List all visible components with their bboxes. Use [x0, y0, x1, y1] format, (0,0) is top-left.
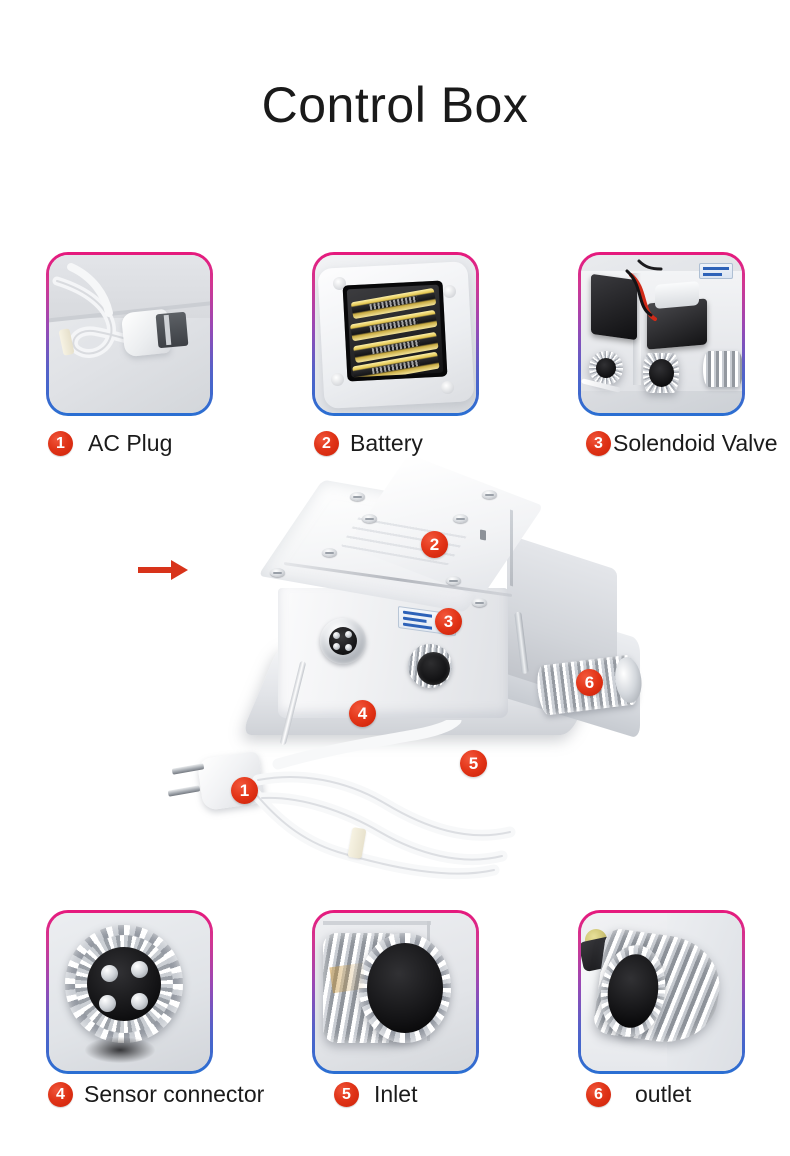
caption-outlet: 6 outlet [586, 1082, 691, 1107]
caption-ac-plug: 1 AC Plug [48, 431, 172, 456]
power-cord [248, 720, 516, 880]
thumbnail-card-ac-plug[interactable] [46, 252, 213, 416]
caption-label-sensor-connector: Sensor connector [84, 1081, 265, 1107]
sensor-connector-port [320, 618, 366, 664]
badge-number-4: 4 [48, 1082, 73, 1107]
badge-number-3: 3 [586, 431, 611, 456]
sensor-connector-photo [49, 913, 210, 1071]
badge-number-2: 2 [314, 431, 339, 456]
inlet-photo [315, 913, 476, 1071]
thumbnail-card-sensor-connector[interactable] [46, 910, 213, 1074]
hero-callout-2: 2 [421, 531, 448, 558]
thumbnail-card-battery[interactable] [312, 252, 479, 416]
caption-label-outlet: outlet [635, 1081, 692, 1107]
outlet-photo [581, 913, 742, 1071]
caption-label-battery: Battery [350, 430, 423, 456]
thumbnail-card-solenoid-valve[interactable] [578, 252, 745, 416]
badge-number-5: 5 [334, 1082, 359, 1107]
battery-compartment-photo [315, 255, 476, 413]
caption-label-inlet: Inlet [374, 1081, 418, 1107]
right-arrow-icon [138, 557, 190, 583]
page-title: Control Box [261, 77, 529, 133]
caption-solenoid-valve: 3 Solendoid Valve [586, 431, 778, 456]
caption-label-ac-plug: AC Plug [88, 430, 173, 456]
hero-callout-4: 4 [349, 700, 376, 727]
thumbnail-card-outlet[interactable] [578, 910, 745, 1074]
hero-callout-3: 3 [435, 608, 462, 635]
caption-battery: 2 Battery [314, 431, 423, 456]
caption-inlet: 5 Inlet [334, 1082, 417, 1107]
badge-number-1: 1 [48, 431, 73, 456]
ac-plug-photo [49, 255, 210, 413]
hero-callout-5: 5 [460, 750, 487, 777]
control-box-product-photo: 1 2 3 4 5 6 [150, 454, 790, 910]
hero-callout-1: 1 [231, 777, 258, 804]
hero-callout-6: 6 [576, 669, 603, 696]
badge-number-6: 6 [586, 1082, 611, 1107]
thumbnail-card-inlet[interactable] [312, 910, 479, 1074]
caption-sensor-connector: 4 Sensor connector [48, 1082, 264, 1107]
inlet-port [408, 640, 464, 692]
caption-label-solenoid-valve: Solendoid Valve [613, 430, 778, 456]
solenoid-valve-photo [581, 255, 742, 413]
